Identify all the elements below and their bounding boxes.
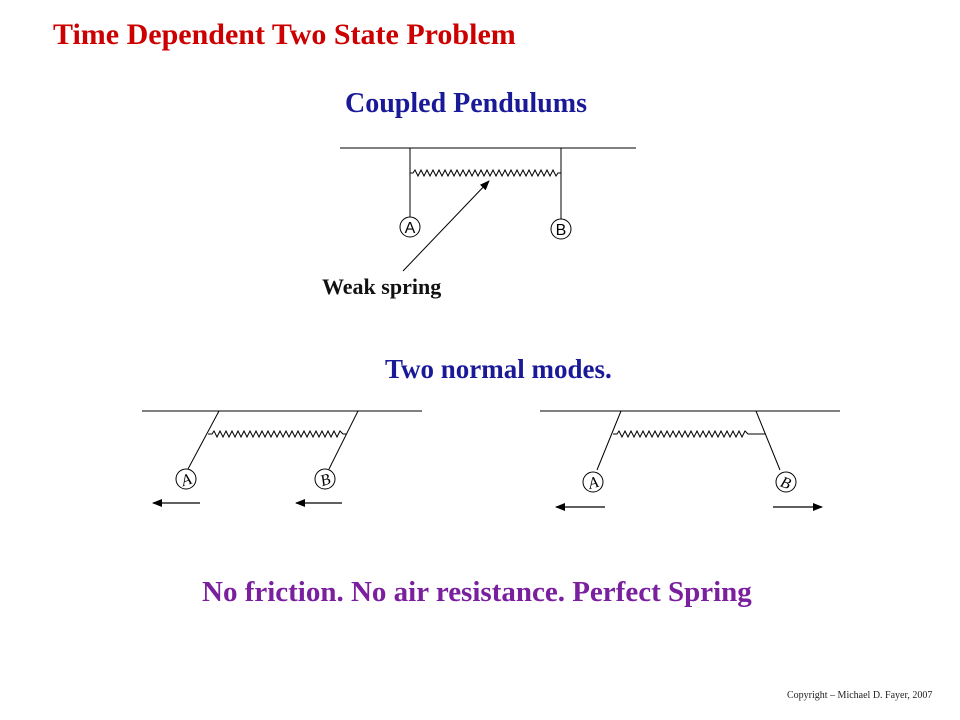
normal-mode-out-of-phase: A B: [540, 410, 840, 511]
conditions-text: No friction. No air resistance. Perfect …: [202, 576, 752, 608]
bob-a-label: A: [405, 220, 416, 237]
pendulum-a-string: [187, 410, 220, 470]
pendulum-b-bob: [314, 468, 336, 490]
normal-mode-in-phase: A B: [142, 410, 422, 507]
pendulum-b-string: [328, 410, 359, 470]
pendulum-b-string: [755, 410, 781, 471]
pendulum-b-bob: [550, 218, 572, 240]
coupling-spring: [613, 429, 765, 439]
bob-a-label: A: [178, 471, 194, 491]
coupled-pendulums-rest: A B: [340, 147, 636, 272]
diagram-heading: Coupled Pendulums: [345, 88, 587, 119]
pendulum-a-bob: [582, 471, 604, 493]
coupling-spring: [208, 429, 346, 439]
pendulum-a-bob: [399, 216, 421, 238]
copyright-notice: Copyright – Michael D. Fayer, 2007: [787, 690, 933, 701]
pendulum-a-string: [596, 410, 622, 471]
normal-modes-heading: Two normal modes.: [385, 354, 612, 384]
bob-a-label: A: [585, 474, 600, 493]
pendulum-b-bob: [775, 471, 797, 493]
spring-label: Weak spring: [322, 274, 442, 299]
pendulum-a-bob: [175, 468, 197, 490]
spring-pointer-arrow: [402, 180, 490, 272]
slide-title: Time Dependent Two State Problem: [53, 18, 516, 51]
coupling-spring: [410, 168, 561, 178]
bob-b-label: B: [556, 222, 567, 239]
